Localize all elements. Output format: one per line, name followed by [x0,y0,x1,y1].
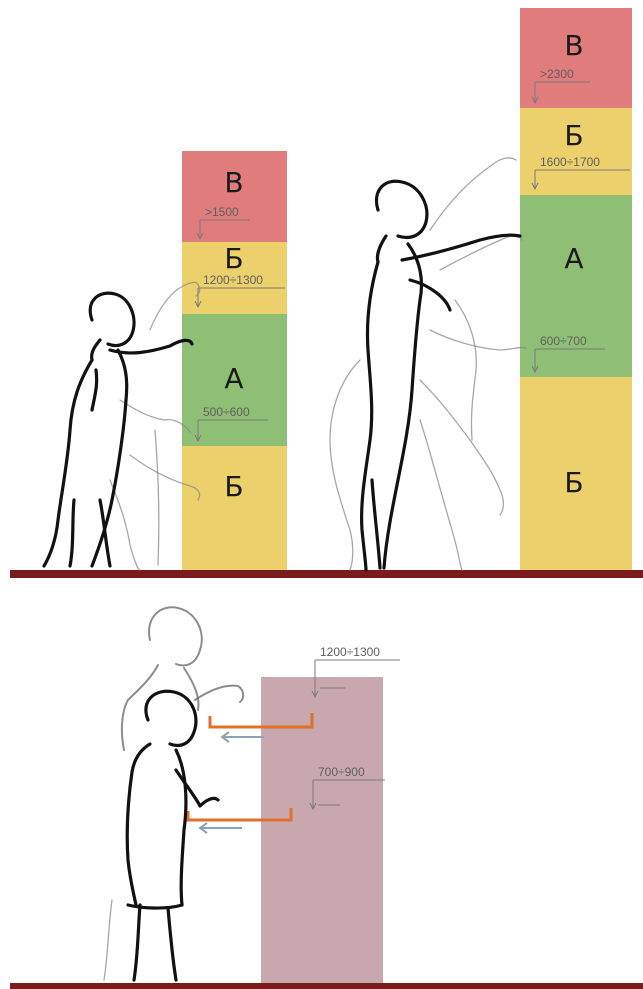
left-zone-v-letter: В [224,166,243,199]
right-zone-b-upper-letter: Б [564,119,583,152]
bottom-label-1: 1200÷1300 [320,645,380,659]
right-label-a: 600÷700 [540,334,587,348]
right-zone-a-letter: А [564,242,583,275]
two-children-figure [104,607,243,980]
right-zone-column: В Б А Б >2300 1600÷1700 600÷700 [520,8,632,570]
right-zone-b-lower-letter: Б [564,466,583,499]
right-zone-v-letter: В [564,29,583,62]
adult-figure [330,158,526,570]
left-label-v: >1500 [205,205,239,219]
arrow-lower [200,823,242,833]
left-label-a: 500÷600 [203,405,250,419]
right-label-v: >2300 [540,67,574,81]
left-zone-b-lower-letter: Б [224,470,243,503]
right-label-b: 1600÷1700 [540,155,600,169]
bottom-panel-wall [261,677,383,983]
right-zone-a [520,195,632,377]
left-zone-a-letter: А [224,362,243,395]
bottom-label-2: 700÷900 [318,765,365,779]
left-zone-column: В Б А Б >1500 1200÷1300 500÷600 [182,151,287,570]
floor-line-bottom [10,983,643,989]
left-zone-b-lower [182,446,287,570]
left-zone-b-upper-letter: Б [224,242,243,275]
arrow-upper [222,732,264,742]
child-small-figure [44,282,200,570]
floor-line-top [10,570,643,578]
left-label-b: 1200÷1300 [203,273,263,287]
